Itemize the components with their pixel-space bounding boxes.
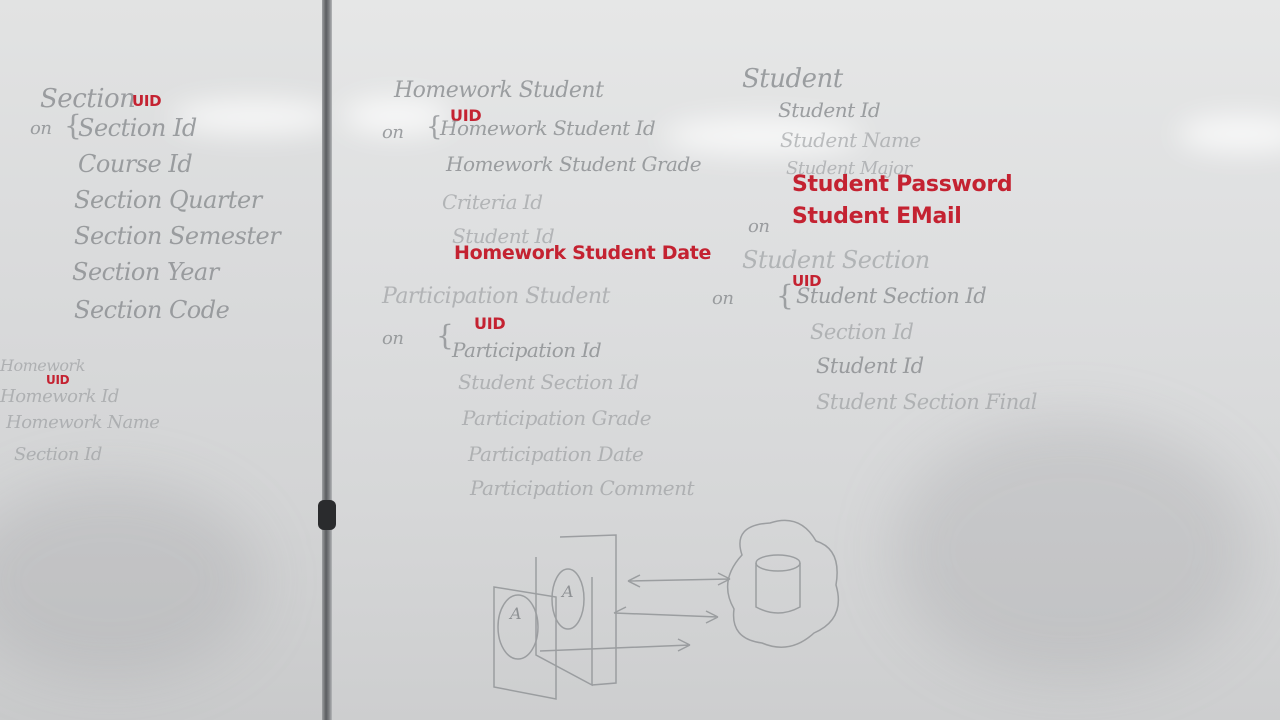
section-table-title: Section — [40, 84, 136, 114]
arrow-upper — [627, 572, 731, 588]
student-section-field: Student Section Id — [796, 284, 987, 308]
page-sketch-front — [559, 534, 617, 686]
student-added-field: Student Password — [792, 172, 1013, 197]
section-field: Section Id — [78, 114, 197, 142]
student-email-mark: on — [748, 216, 770, 237]
student-field: Student Name — [780, 128, 921, 152]
light-glare — [342, 98, 452, 134]
homework-uid-note: UID — [46, 373, 70, 387]
participation-student-field: Participation Comment — [470, 476, 695, 500]
database-cylinder-body — [755, 563, 801, 614]
student-section-field: Section Id — [810, 320, 914, 344]
participation-student-field: Participation Id — [452, 338, 602, 362]
student-section-pk-mark: on — [712, 288, 734, 309]
student-field: Student Major — [786, 158, 912, 179]
left-whiteboard — [0, 0, 326, 720]
architecture-sketch: A A — [493, 519, 840, 700]
homework-student-title: Homework Student — [394, 78, 604, 103]
homework-field: Homework Id — [0, 386, 119, 407]
section-field: Section Semester — [74, 222, 281, 250]
section-pk-brace: { — [64, 109, 82, 142]
section-field: Section Quarter — [74, 186, 262, 214]
cloud-sketch — [726, 519, 840, 648]
student-added-field: Student EMail — [792, 204, 962, 229]
participation-student-field: Participation Grade — [462, 406, 652, 430]
page-sketch-back — [493, 586, 557, 700]
page-sketch-label: A — [508, 604, 522, 623]
right-whiteboard — [332, 0, 1280, 720]
light-glare — [170, 100, 326, 134]
section-field: Course Id — [78, 150, 193, 178]
participation-student-uid-note: UID — [474, 314, 506, 333]
participation-student-field: Student Section Id — [458, 370, 639, 394]
homework-student-uid-note: UID — [450, 106, 482, 125]
participation-student-pk-brace: { — [436, 319, 454, 352]
homework-student-field: Homework Student Grade — [446, 152, 702, 176]
section-field: Section Code — [74, 296, 230, 324]
section-pk-mark: on — [30, 118, 52, 139]
homework-field: Section Id — [14, 444, 102, 465]
database-cylinder-top — [755, 554, 801, 572]
section-field: Section Year — [72, 258, 219, 286]
page-sketch-oval — [551, 568, 585, 630]
homework-field: Homework Name — [6, 412, 160, 433]
participation-student-pk-mark: on — [382, 328, 404, 349]
homework-student-added-field: Homework Student Date — [454, 242, 712, 264]
student-section-uid-note: UID — [792, 272, 822, 290]
light-glare — [662, 118, 862, 154]
homework-student-pk-brace: { — [426, 112, 443, 142]
student-field: Student Id — [778, 98, 881, 122]
student-section-title: Student Section — [742, 246, 930, 274]
student-section-pk-brace: { — [776, 279, 794, 312]
eraser-smudge — [0, 480, 260, 680]
eraser-smudge — [892, 420, 1252, 680]
board-divider-rail — [322, 0, 332, 720]
arrow-bottom — [539, 638, 691, 652]
arrow-lower — [613, 606, 719, 624]
homework-student-field: Homework Student Id — [440, 116, 656, 140]
student-table-title: Student — [742, 64, 843, 94]
student-section-field: Student Section Final — [816, 390, 1037, 414]
section-uid-note: UID — [132, 92, 162, 110]
light-glare — [1177, 116, 1280, 152]
homework-student-field: Criteria Id — [442, 190, 543, 214]
homework-student-field: Student Id — [452, 224, 555, 248]
board-divider-clip — [318, 500, 336, 530]
student-section-field: Student Id — [816, 354, 924, 378]
homework-student-pk-mark: on — [382, 122, 404, 143]
homework-table-title: Homework — [0, 356, 85, 375]
page-sketch-middle — [535, 557, 593, 687]
participation-student-title: Participation Student — [382, 284, 610, 309]
participation-student-field: Participation Date — [468, 442, 644, 466]
page-sketch-label: A — [560, 582, 574, 601]
page-sketch-oval — [497, 594, 539, 660]
